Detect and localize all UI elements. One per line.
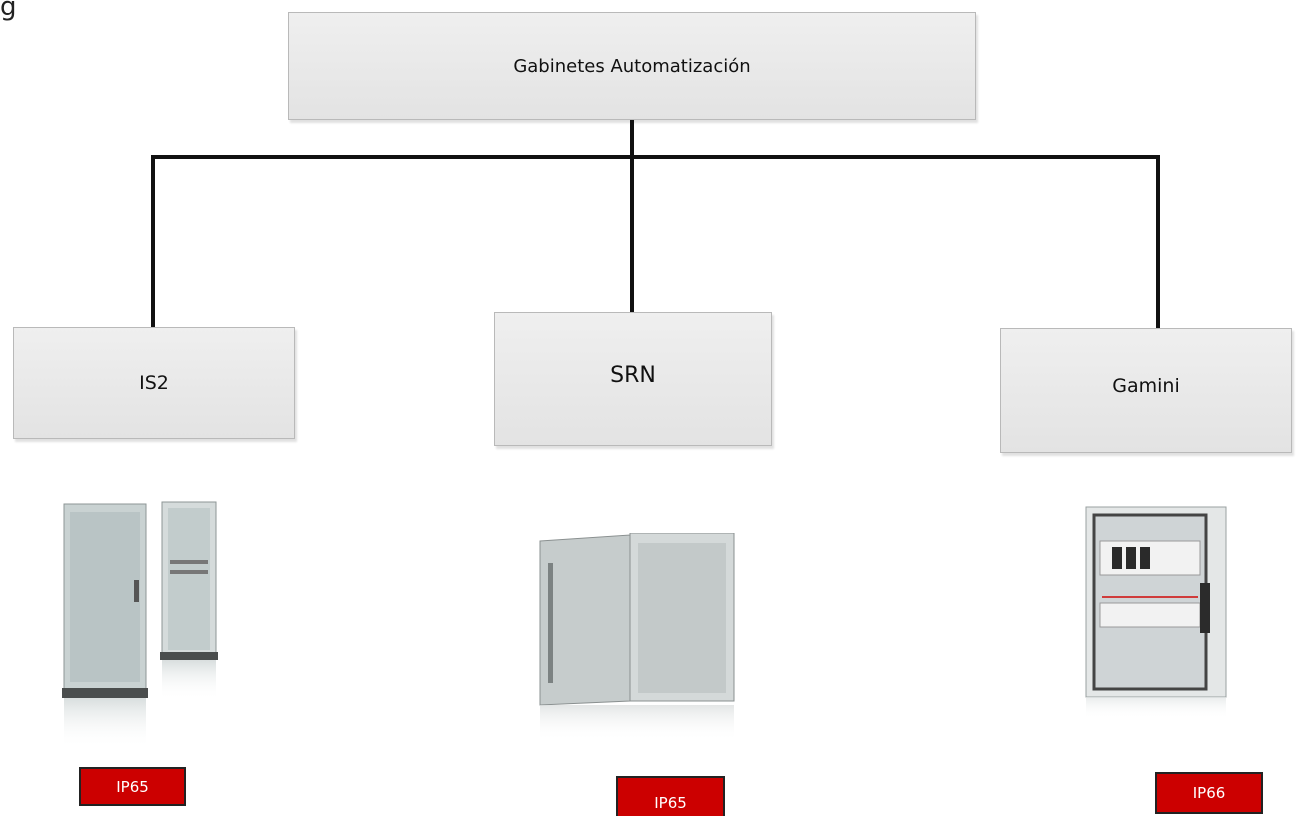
rating-badge-srn: IP65 <box>616 776 725 816</box>
rating-badge-is2: IP65 <box>79 767 186 806</box>
is2-cabinet-image <box>58 500 223 750</box>
rating-badge-gamini: IP66 <box>1155 772 1263 814</box>
connector-gamini <box>1156 155 1160 328</box>
child-node-srn-label: SRN <box>610 363 656 388</box>
child-node-gamini-label: Gamini <box>1112 375 1180 397</box>
root-node: Gabinetes Automatización <box>288 12 976 120</box>
connector-horizontal <box>151 155 1160 159</box>
connector-is2 <box>151 155 155 327</box>
connector-root-down <box>630 120 634 158</box>
child-node-is2: IS2 <box>13 327 295 439</box>
child-node-is2-label: IS2 <box>139 372 169 394</box>
gamini-cabinet-image <box>1082 505 1232 720</box>
child-node-gamini: Gamini <box>1000 328 1292 453</box>
corner-glyph: g <box>0 0 17 22</box>
root-node-label: Gabinetes Automatización <box>513 55 751 77</box>
connector-srn <box>630 155 634 312</box>
child-node-srn: SRN <box>494 312 772 446</box>
srn-cabinet-image <box>538 533 744 743</box>
